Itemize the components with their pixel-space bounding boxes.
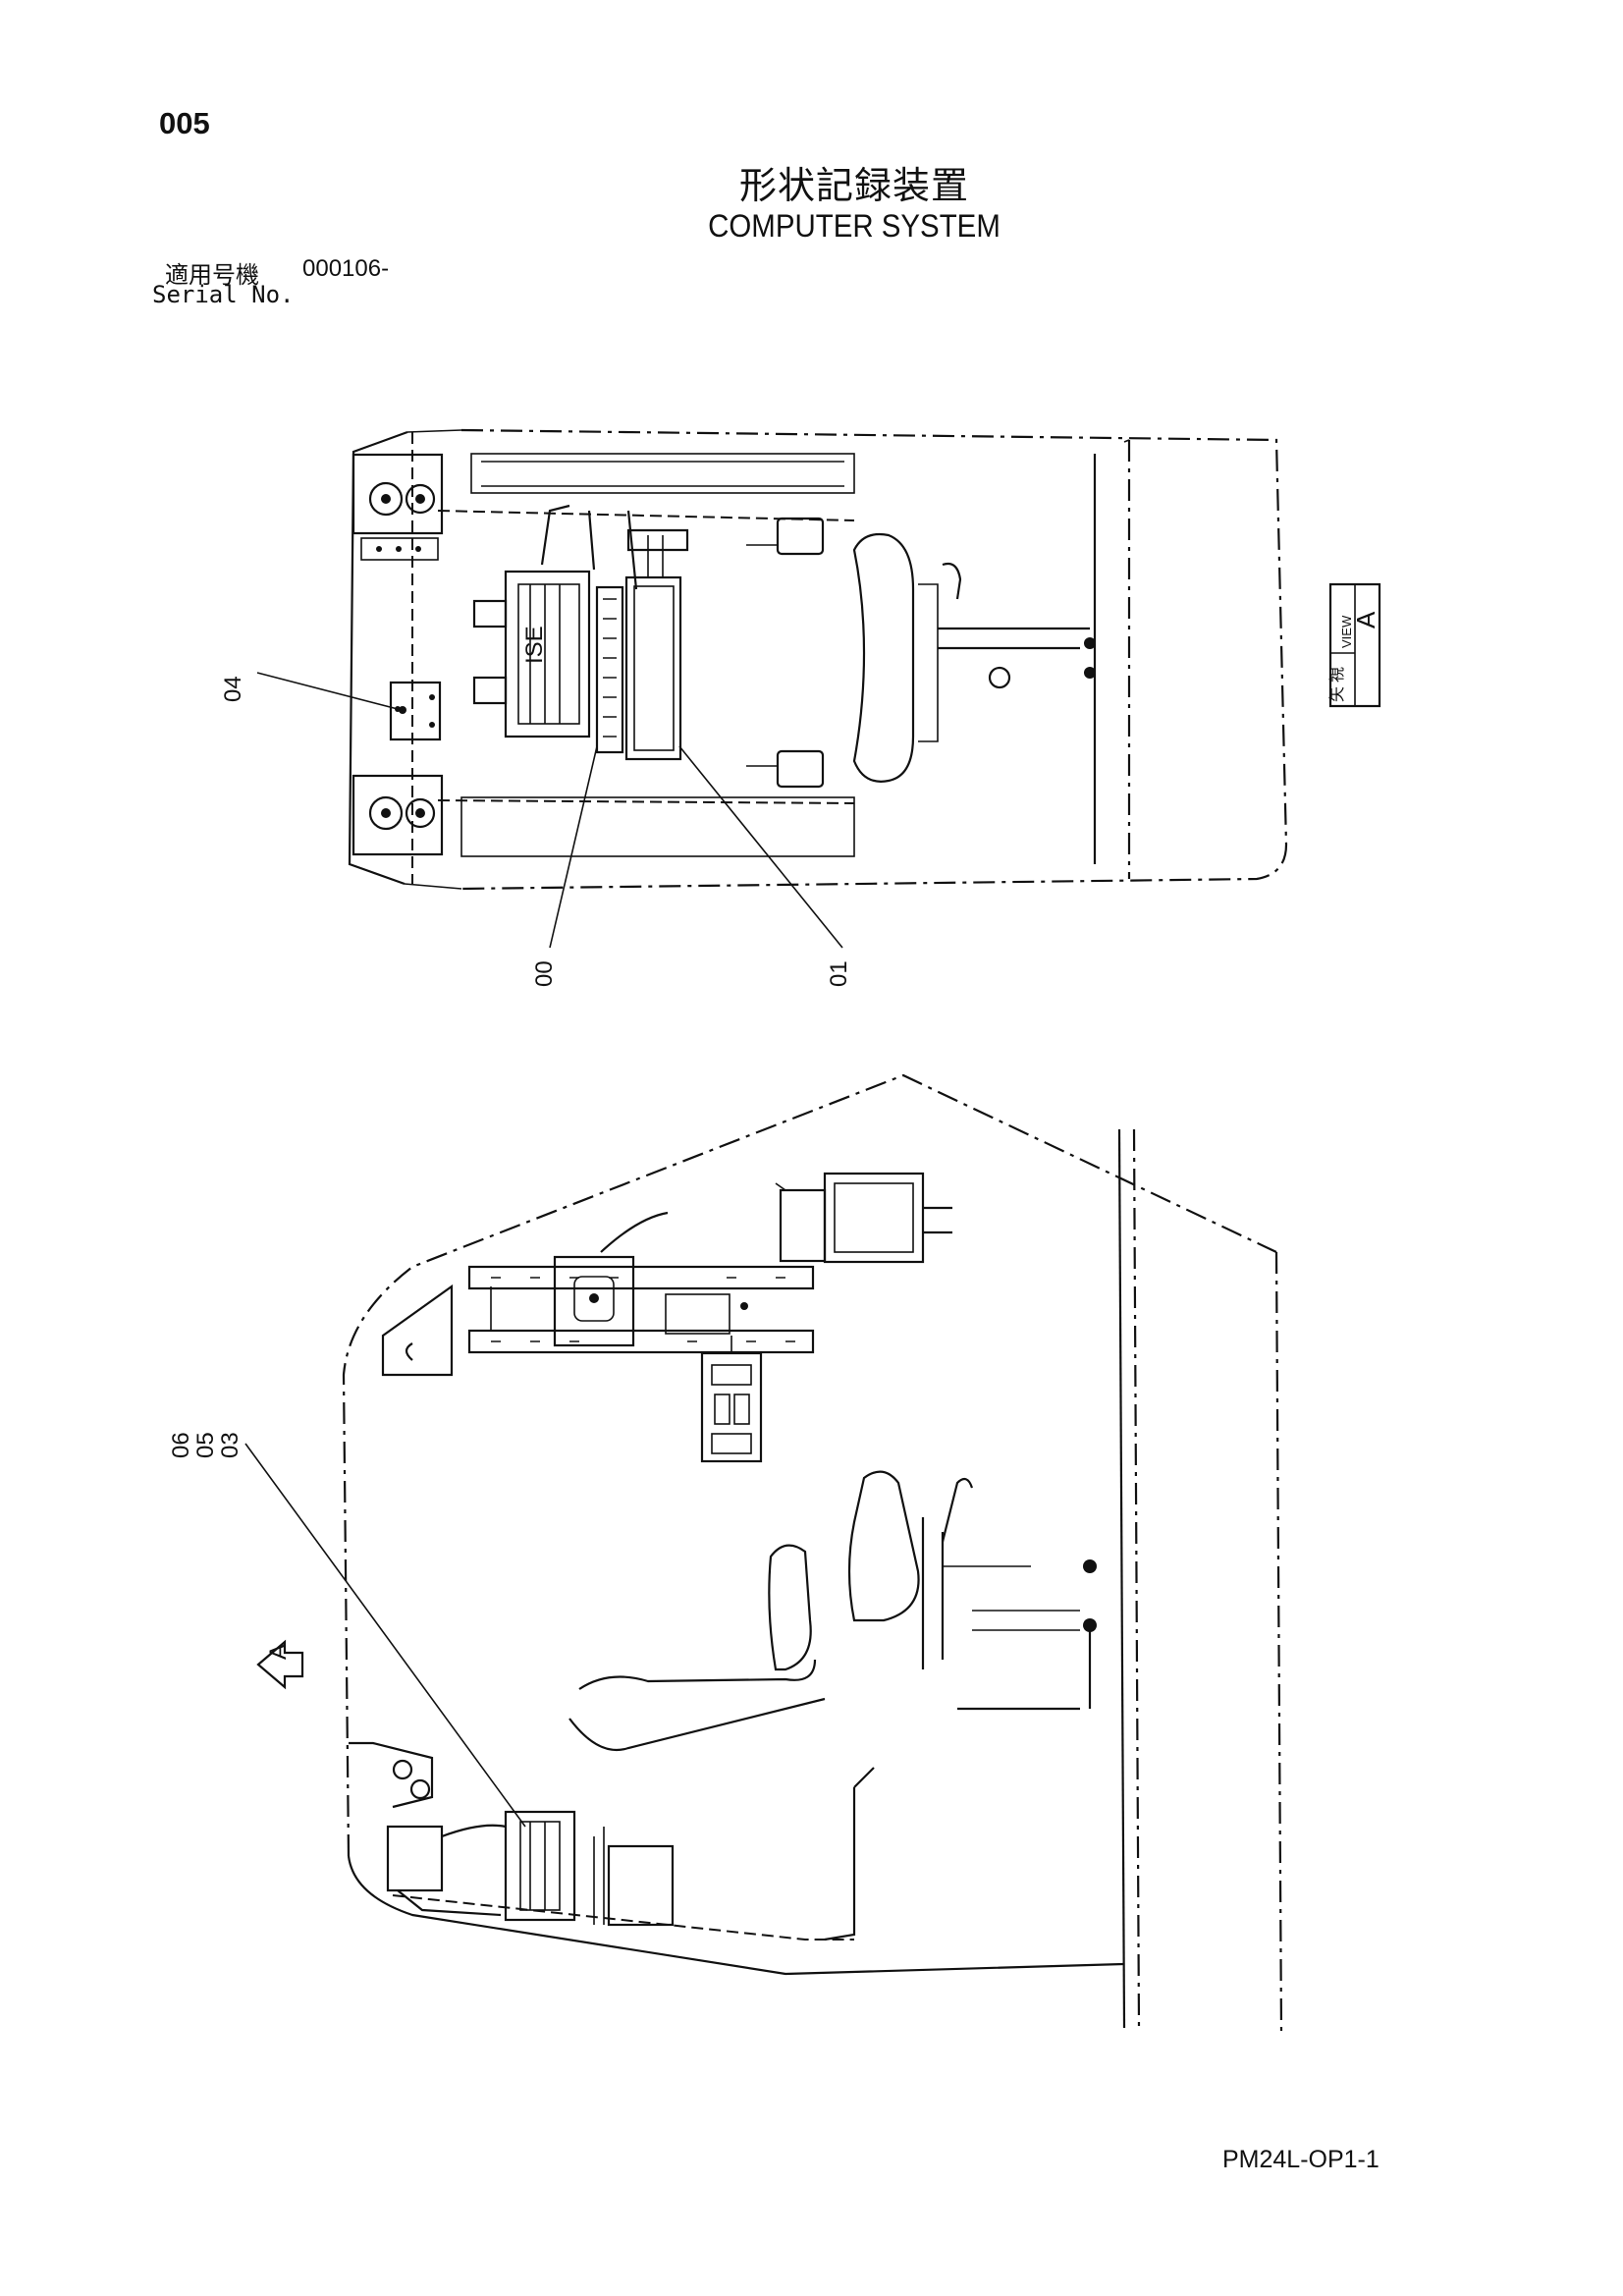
callout-04: 04	[220, 676, 246, 702]
callout-01: 01	[826, 960, 852, 987]
hinge-upper	[352, 453, 444, 561]
seat-plan	[746, 517, 1096, 789]
side-view: A 06 05 03	[168, 1073, 1283, 2034]
callout-03: 03	[217, 1432, 243, 1458]
title-english: COMPUTER SYSTEM	[708, 208, 1001, 244]
view-jp-1: 矢	[1328, 686, 1346, 702]
top-view: ISE 矢	[220, 428, 1381, 987]
document-code: PM24L-OP1-1	[1222, 2146, 1380, 2173]
leader-01	[678, 745, 843, 949]
part-00-connector-strip	[595, 585, 624, 754]
hinge-lower	[352, 774, 444, 856]
part-04-bracket	[389, 681, 442, 741]
view-letter: A	[1351, 611, 1380, 629]
seat-side	[568, 1470, 1097, 1941]
engine-block: ISE	[472, 504, 638, 738]
callout-05: 05	[192, 1432, 219, 1458]
callout-06: 06	[168, 1432, 194, 1458]
title-japanese: 形状記録装置	[738, 166, 969, 207]
serial-label-japanese: 適用号機	[165, 262, 259, 289]
callout-00: 00	[531, 960, 558, 987]
lower-assembly	[349, 1741, 675, 1927]
view-a-label: 矢 視 VIEW A	[1328, 582, 1381, 708]
page-number: 005	[159, 106, 210, 140]
switch-panel	[700, 1336, 763, 1463]
leader-03-05-06	[244, 1443, 526, 1828]
svg-text:ISE: ISE	[521, 626, 548, 664]
view-jp-2: 視	[1328, 667, 1346, 683]
view-en: VIEW	[1339, 615, 1354, 648]
serial-label-english: Serial No.	[152, 281, 295, 308]
leader-04	[256, 672, 399, 710]
view-arrow-letter: A	[265, 1644, 292, 1660]
leader-00	[549, 745, 598, 949]
view-arrow-a: A	[256, 1639, 304, 1690]
serial-value: 000106-	[302, 255, 390, 282]
part-01-controller	[624, 528, 689, 761]
